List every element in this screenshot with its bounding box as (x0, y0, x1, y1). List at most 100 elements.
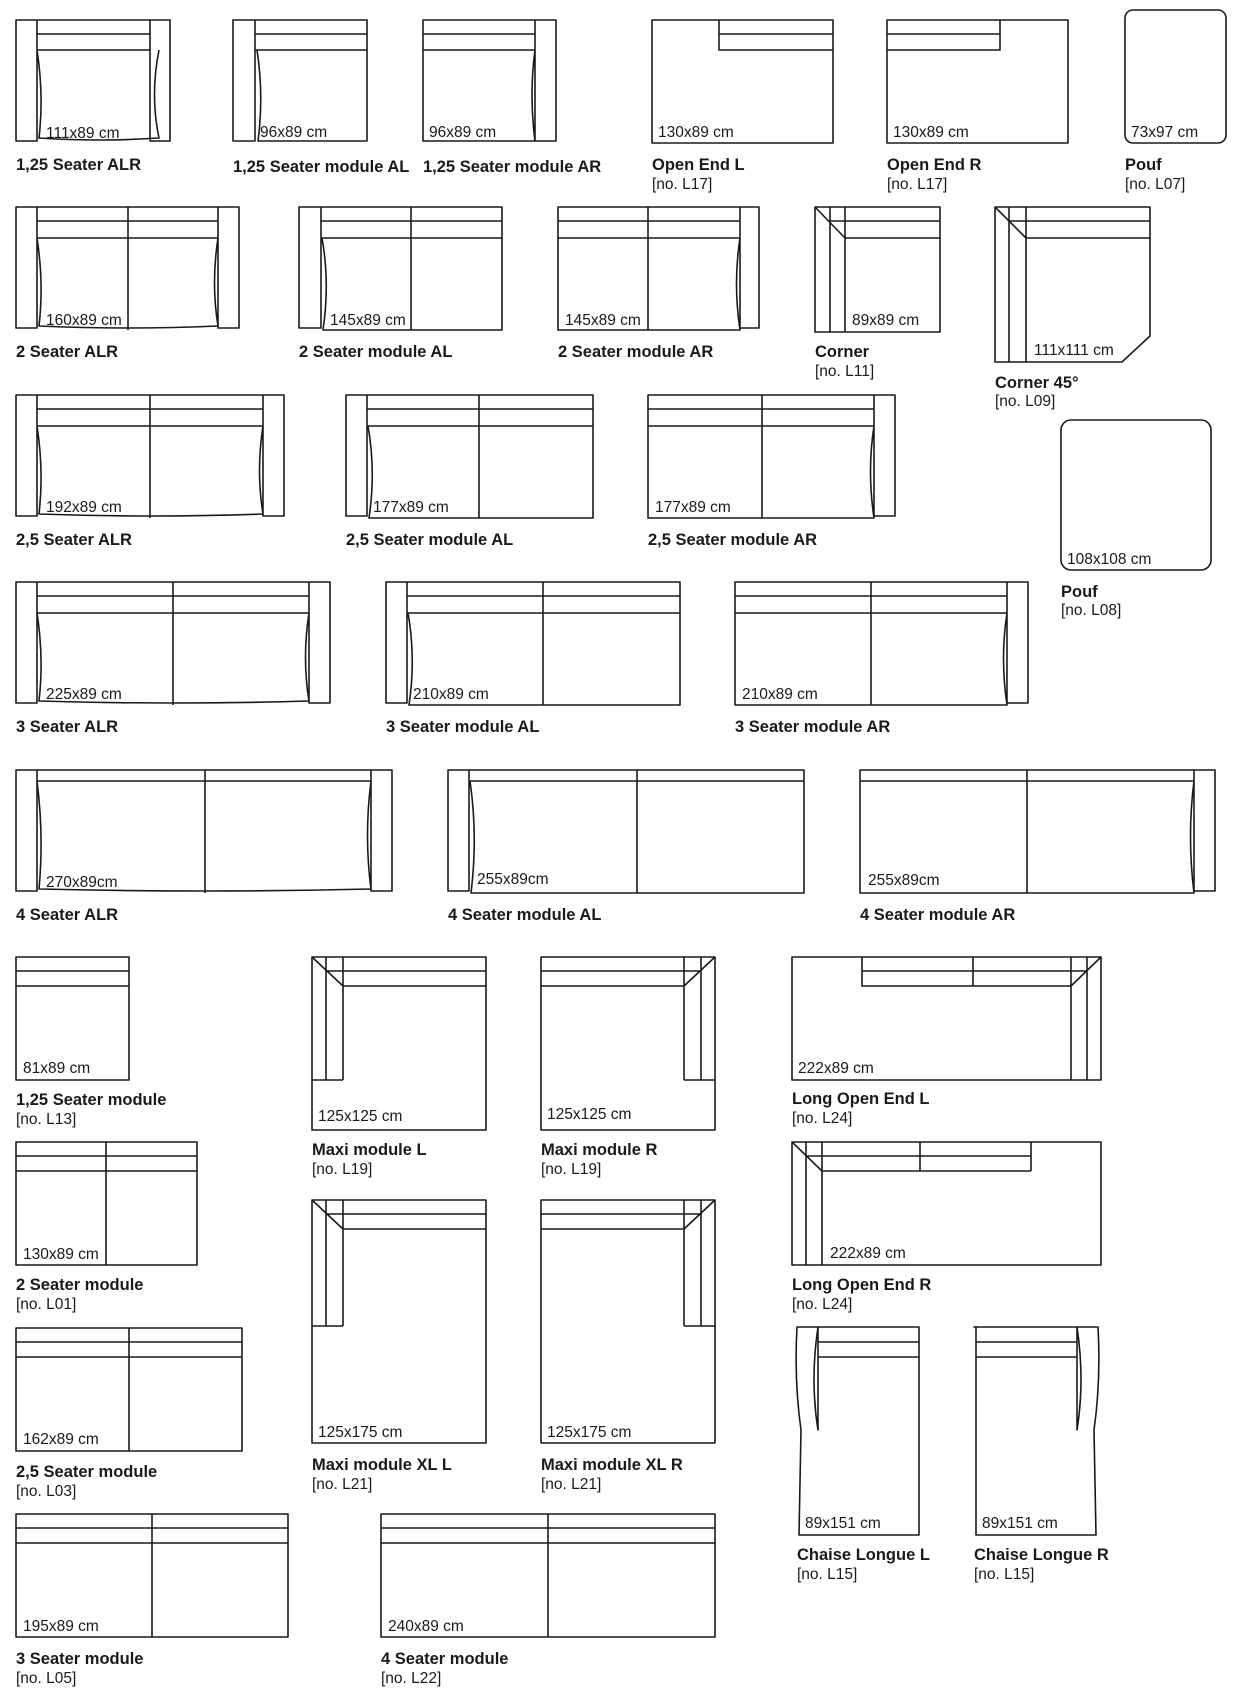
dimension-label: 73x97 cm (1131, 124, 1198, 141)
model-number-label: [no. L17] (652, 176, 712, 193)
module-outline (298, 206, 503, 331)
dimension-label: 130x89 cm (658, 124, 734, 141)
item-4-seater-module: 240x89 cm 4 Seater module [no. L22] (380, 1513, 716, 1687)
module-name-label: Pouf (1125, 156, 1162, 174)
item-maxi-module-r: 125x125 cm Maxi module R [no. L19] (540, 956, 716, 1178)
module-outline (994, 206, 1151, 363)
module-outline (232, 19, 368, 142)
model-number-label: [no. L19] (312, 1161, 372, 1178)
item-2-5-seater-module-ar: 177x89 cm 2,5 Seater module AR (647, 394, 896, 549)
item-3-seater-alr: 225x89 cm 3 Seater ALR (15, 581, 331, 736)
item-3-seater-module: 195x89 cm 3 Seater module [no. L05] (15, 1513, 289, 1687)
module-name-label: 3 Seater module (16, 1650, 143, 1668)
module-name-label: 3 Seater module AL (386, 718, 539, 736)
dimension-label: 130x89 cm (23, 1246, 99, 1263)
module-name-label: 2 Seater ALR (16, 343, 118, 361)
item-4-seater-module-ar: 255x89cm 4 Seater module AR (859, 769, 1216, 924)
item-4-seater-alr: 270x89cm 4 Seater ALR (15, 769, 393, 924)
module-name-label: 4 Seater module AL (448, 906, 601, 924)
module-name-label: 2 Seater module (16, 1276, 143, 1294)
module-name-label: 2,5 Seater module (16, 1463, 157, 1481)
dimension-label: 210x89 cm (742, 686, 818, 703)
module-name-label: Pouf (1061, 583, 1098, 601)
module-name-label: Corner 45° (995, 374, 1079, 392)
item-2-5-seater-module-al: 177x89 cm 2,5 Seater module AL (345, 394, 594, 549)
module-name-label: 2,5 Seater ALR (16, 531, 132, 549)
model-number-label: [no. L07] (1125, 176, 1185, 193)
item-long-open-end-l: 222x89 cm Long Open End L [no. L24] (791, 956, 1102, 1127)
module-name-label: 4 Seater ALR (16, 906, 118, 924)
item-2-seater-module: 130x89 cm 2 Seater module [no. L01] (15, 1141, 198, 1313)
module-outline (734, 581, 1029, 706)
module-outline (15, 206, 240, 330)
module-outline (973, 1326, 1100, 1536)
module-name-label: 1,25 Seater module (16, 1091, 166, 1109)
dimension-label: 255x89cm (477, 871, 549, 888)
dimension-label: 125x125 cm (547, 1106, 631, 1123)
module-name-label: 3 Seater ALR (16, 718, 118, 736)
dimension-label: 145x89 cm (565, 312, 641, 329)
module-outline (15, 956, 130, 1081)
dimension-label: 225x89 cm (46, 686, 122, 703)
module-outline (15, 769, 393, 893)
module-outline (15, 19, 171, 142)
module-name-label: Maxi module XL R (541, 1456, 683, 1474)
module-name-label: 3 Seater module AR (735, 718, 890, 736)
module-name-label: 1,25 Seater module AL (233, 158, 409, 176)
model-number-label: [no. L24] (792, 1296, 852, 1313)
module-name-label: 2,5 Seater module AR (648, 531, 817, 549)
dimension-label: 111x111 cm (1034, 342, 1114, 359)
dimension-label: 162x89 cm (23, 1431, 99, 1448)
item-maxi-module-xl-r: 125x175 cm Maxi module XL R [no. L21] (540, 1199, 716, 1493)
dimension-label: 89x151 cm (982, 1515, 1058, 1532)
model-number-label: [no. L21] (541, 1476, 601, 1493)
item-3-seater-module-al: 210x89 cm 3 Seater module AL (385, 581, 681, 736)
module-outline (15, 1513, 289, 1638)
module-outline (795, 1326, 920, 1536)
model-number-label: [no. L21] (312, 1476, 372, 1493)
module-name-label: Chaise Longue R (974, 1546, 1109, 1564)
model-number-label: [no. L24] (792, 1110, 852, 1127)
module-name-label: Maxi module XL L (312, 1456, 452, 1474)
module-outline (886, 19, 1069, 144)
module-outline (540, 1199, 716, 1444)
model-number-label: [no. L05] (16, 1670, 76, 1687)
dimension-label: 89x89 cm (852, 312, 919, 329)
item-corner: 89x89 cm Corner [no. L11] (814, 206, 941, 380)
dimension-label: 111x89 cm (46, 125, 120, 142)
dimension-label: 125x175 cm (547, 1424, 631, 1441)
dimension-label: 240x89 cm (388, 1618, 464, 1635)
item-2-5-seater-module: 162x89 cm 2,5 Seater module [no. L03] (15, 1327, 243, 1500)
module-outline (422, 19, 557, 142)
dimension-label: 255x89cm (868, 872, 940, 889)
dimension-label: 270x89cm (46, 874, 118, 891)
module-name-label: Chaise Longue L (797, 1546, 930, 1564)
model-number-label: [no. L13] (16, 1111, 76, 1128)
model-number-label: [no. L22] (381, 1670, 441, 1687)
module-name-label: Maxi module L (312, 1141, 427, 1159)
item-2-seater-module-ar: 145x89 cm 2 Seater module AR (557, 206, 760, 361)
module-outline (1124, 9, 1227, 144)
module-name-label: Long Open End L (792, 1090, 929, 1108)
item-open-end-r: 130x89 cm Open End R [no. L17] (886, 19, 1069, 193)
module-outline (345, 394, 594, 519)
model-number-label: [no. L17] (887, 176, 947, 193)
dimension-label: 145x89 cm (330, 312, 406, 329)
dimension-label: 130x89 cm (893, 124, 969, 141)
dimension-label: 96x89 cm (260, 124, 327, 141)
module-outline (791, 1141, 1102, 1266)
item-pouf-73: 73x97 cm Pouf [no. L07] (1124, 9, 1227, 193)
item-1-25-seater-alr: 111x89 cm 1,25 Seater ALR (15, 19, 171, 174)
item-chaise-longue-l: 89x151 cm Chaise Longue L [no. L15] (795, 1326, 930, 1583)
module-outline (15, 581, 331, 705)
model-number-label: [no. L11] (815, 363, 874, 380)
module-name-label: 2,5 Seater module AL (346, 531, 513, 549)
item-maxi-module-xl-l: 125x175 cm Maxi module XL L [no. L21] (311, 1199, 487, 1493)
dimension-label: 96x89 cm (429, 124, 496, 141)
item-corner-45: 111x111 cm Corner 45° [no. L09] (994, 206, 1151, 410)
dimension-label: 195x89 cm (23, 1618, 99, 1635)
model-number-label: [no. L03] (16, 1483, 76, 1500)
item-long-open-end-r: 222x89 cm Long Open End R [no. L24] (791, 1141, 1102, 1313)
module-outline (385, 581, 681, 706)
